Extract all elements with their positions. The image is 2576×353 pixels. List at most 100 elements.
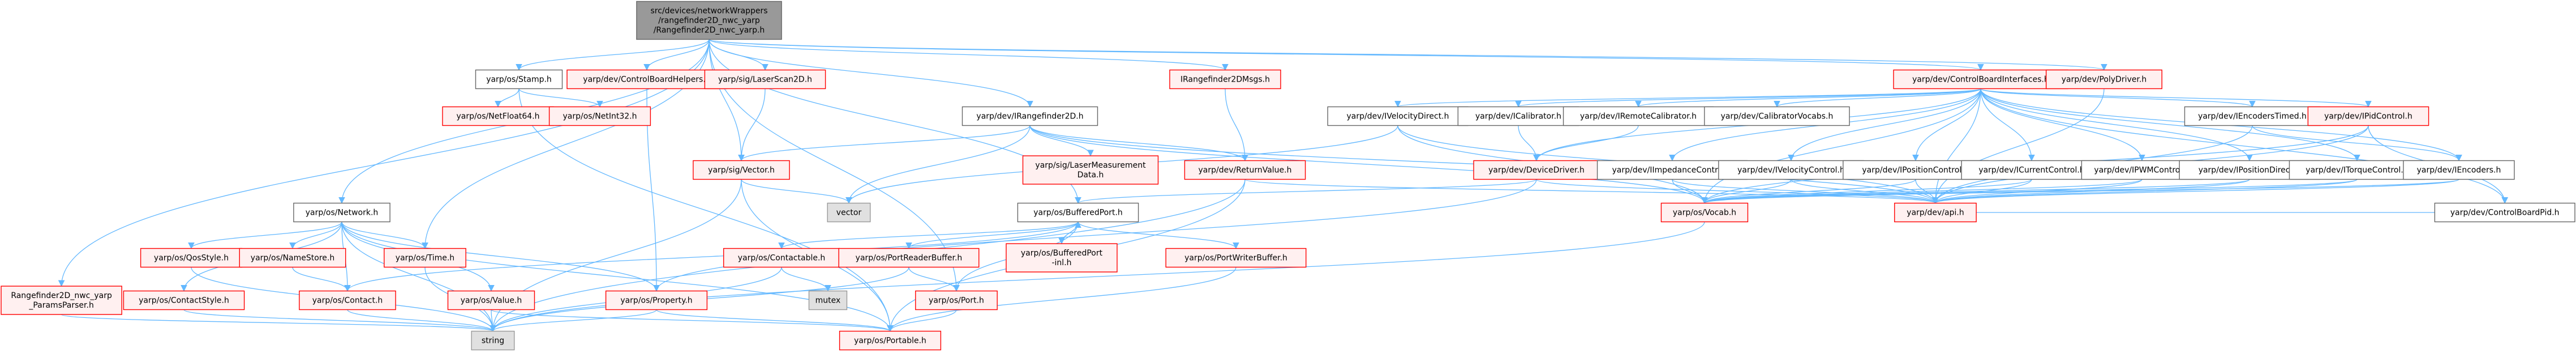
node-stamp[interactable]: yarp/os/Stamp.h (475, 69, 563, 90)
edge-devicedriver-to-api (1536, 178, 1936, 204)
node-laserscan[interactable]: yarp/sig/LaserScan2D.h (704, 69, 826, 90)
node-qosstyle[interactable]: yarp/os/QosStyle.h (140, 248, 243, 268)
node-ipidcontrol[interactable]: yarp/dev/IPidControl.h (2307, 106, 2429, 126)
node-box[interactable] (447, 290, 535, 311)
node-vocab[interactable]: yarp/os/Vocab.h (1660, 202, 1749, 223)
node-box[interactable] (299, 290, 396, 311)
node-box[interactable] (2307, 106, 2429, 126)
node-box[interactable] (123, 290, 245, 311)
node-iencoderstimed[interactable]: yarp/dev/IEncodersTimed.h (2184, 106, 2321, 126)
node-box[interactable] (1704, 106, 1850, 126)
node-contactable[interactable]: yarp/os/Contactable.h (723, 248, 840, 268)
node-contact[interactable]: yarp/os/Contact.h (299, 290, 396, 311)
node-cbhelpers[interactable]: yarp/dev/ControlBoardHelpers.h (566, 69, 727, 90)
node-box[interactable] (1165, 248, 1307, 268)
node-box[interactable] (2184, 106, 2321, 126)
node-box[interactable] (384, 248, 466, 268)
node-ivelocitycontrol[interactable]: yarp/dev/IVelocityControl.h (1718, 160, 1864, 180)
node-api[interactable]: yarp/dev/api.h (1894, 202, 1977, 223)
node-vector[interactable]: vector (827, 202, 871, 223)
node-irfmsgs[interactable]: IRangefinder2DMsgs.h (1169, 69, 1281, 90)
node-netfloat64[interactable]: yarp/os/NetFloat64.h (442, 106, 554, 126)
node-label: string (482, 337, 504, 346)
node-box[interactable] (961, 106, 1098, 126)
node-box[interactable] (827, 202, 871, 223)
node-network[interactable]: yarp/os/Network.h (293, 202, 390, 223)
arrowhead-icon (1075, 221, 1081, 228)
edge-root-to-stamp (518, 39, 710, 70)
arrowhead-icon (188, 243, 195, 249)
node-box[interactable] (723, 248, 840, 268)
node-box[interactable] (839, 330, 942, 351)
node-bufferedport[interactable]: yarp/os/BufferedPort.h (1017, 202, 1139, 223)
node-iencoders[interactable]: yarp/dev/IEncoders.h (2403, 160, 2515, 180)
node-value[interactable]: yarp/os/Value.h (447, 290, 535, 311)
node-box[interactable] (1169, 69, 1281, 90)
node-box[interactable] (1718, 160, 1864, 180)
node-box[interactable] (605, 290, 708, 311)
node-box[interactable] (915, 290, 998, 311)
node-icurrentcontrol[interactable]: yarp/dev/ICurrentControl.h (1961, 160, 2102, 180)
arrowhead-icon (422, 243, 428, 249)
node-box[interactable] (1017, 202, 1139, 223)
node-port[interactable]: yarp/os/Port.h (915, 290, 998, 311)
node-label: yarp/os/Value.h (461, 296, 522, 305)
node-portwriterbuffer[interactable]: yarp/os/PortWriterBuffer.h (1165, 248, 1307, 268)
node-iremotecal[interactable]: yarp/dev/IRemoteCalibrator.h (1562, 106, 1714, 126)
node-devicedriver[interactable]: yarp/dev/DeviceDriver.h (1473, 160, 1600, 180)
node-box[interactable] (140, 248, 243, 268)
node-namestore[interactable]: yarp/os/NameStore.h (239, 248, 346, 268)
node-root[interactable]: src/devices/networkWrappers/rangefinder2… (636, 1, 782, 40)
node-box[interactable] (475, 69, 563, 90)
node-box[interactable] (239, 248, 346, 268)
node-itorquecontrol[interactable]: yarp/dev/ITorqueControl.h (2289, 160, 2425, 180)
node-polydriver[interactable]: yarp/dev/PolyDriver.h (2045, 69, 2162, 90)
node-cbpid[interactable]: yarp/dev/ControlBoardPid.h (2434, 202, 2575, 223)
node-box[interactable] (293, 202, 390, 223)
node-box[interactable] (566, 69, 727, 90)
node-calvocabs[interactable]: yarp/dev/CalibratorVocabs.h (1704, 106, 1850, 126)
node-box[interactable] (1457, 106, 1579, 126)
node-string[interactable]: string (471, 330, 515, 351)
node-box[interactable] (2434, 202, 2575, 223)
node-box[interactable] (1022, 155, 1159, 185)
node-box[interactable] (2289, 160, 2425, 180)
node-box[interactable] (1184, 160, 1306, 180)
node-label: yarp/dev/api.h (1907, 209, 1964, 218)
node-portreaderbuffer[interactable]: yarp/os/PortReaderBuffer.h (838, 248, 980, 268)
node-irf2d[interactable]: yarp/dev/IRangefinder2D.h (961, 106, 1098, 126)
arrowhead-icon (1701, 197, 1708, 204)
node-box[interactable] (704, 69, 826, 90)
node-label: yarp/os/QosStyle.h (154, 254, 229, 263)
node-box[interactable] (1660, 202, 1749, 223)
node-box[interactable] (1327, 106, 1469, 126)
node-box[interactable] (838, 248, 980, 268)
node-netint32[interactable]: yarp/os/NetInt32.h (548, 106, 651, 126)
node-returnvalue[interactable]: yarp/dev/ReturnValue.h (1184, 160, 1306, 180)
node-ivelocitydirect[interactable]: yarp/dev/IVelocityDirect.h (1327, 106, 1469, 126)
node-box[interactable] (2403, 160, 2515, 180)
node-icalibrator[interactable]: yarp/dev/ICalibrator.h (1457, 106, 1579, 126)
node-portable[interactable]: yarp/os/Portable.h (839, 330, 942, 351)
node-box[interactable] (808, 290, 848, 311)
node-bufferedportinl[interactable]: yarp/os/BufferedPort-inl.h (1006, 243, 1118, 273)
node-box[interactable] (1006, 243, 1118, 273)
node-sigvector[interactable]: yarp/sig/Vector.h (693, 160, 790, 180)
node-label: yarp/os/NameStore.h (251, 254, 334, 263)
node-contactstyle[interactable]: yarp/os/ContactStyle.h (123, 290, 245, 311)
node-time[interactable]: yarp/os/Time.h (384, 248, 466, 268)
node-paramsparser[interactable]: Rangefinder2D_nwc_yarp_ParamsParser.h (1, 286, 122, 315)
node-box[interactable] (693, 160, 790, 180)
node-box[interactable] (548, 106, 651, 126)
node-cbinterfaces[interactable]: yarp/dev/ControlBoardInterfaces.h (1893, 69, 2068, 90)
node-box[interactable] (2045, 69, 2162, 90)
node-mutex[interactable]: mutex (808, 290, 848, 311)
node-box[interactable] (1, 286, 122, 315)
node-box[interactable] (471, 330, 515, 351)
node-box[interactable] (1961, 160, 2102, 180)
node-property[interactable]: yarp/os/Property.h (605, 290, 708, 311)
node-box[interactable] (442, 106, 554, 126)
node-box[interactable] (636, 1, 782, 40)
node-box[interactable] (1894, 202, 1977, 223)
